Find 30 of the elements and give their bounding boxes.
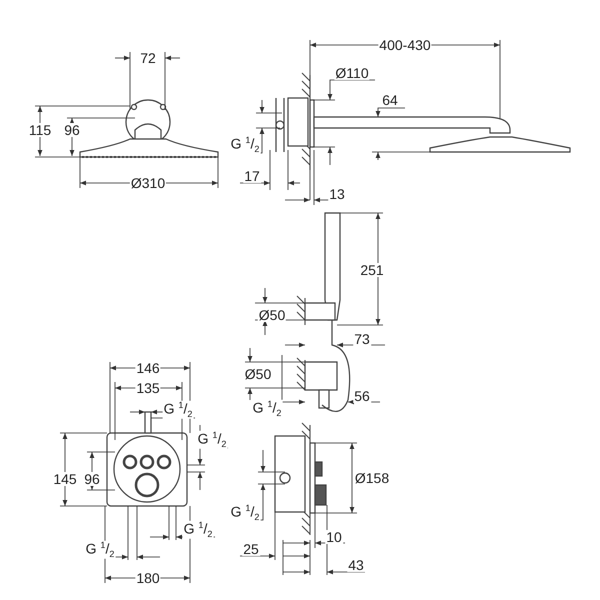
dimension-text: 64 [381,93,399,107]
dimension-text: 56 [353,389,371,403]
dimension-text: 145 [52,472,78,486]
dimension-text: G $^{1}$/$_{2}$ [84,540,116,560]
dimension-text: Ø158 [354,471,390,485]
dimension-text: G $^{1}$/$_{2}$ [230,504,260,522]
dimension-text: 13 [328,187,346,201]
dimension-text: G $^{1}$/$_{2}$ [196,430,228,450]
dimension-text: Ø50 [244,367,272,381]
dimension-text: 96 [83,472,101,486]
dimension-text: G $^{1}$/$_{2}$ [252,400,282,418]
dimension-text: G $^{1}$/$_{2}$ [182,520,214,540]
dimension-text: 10 [325,530,343,544]
dimension-text: 180 [135,571,161,585]
dimension-text: Ø50 [258,308,286,322]
dimension-text: 43 [347,558,365,572]
dimension-text: 73 [353,332,371,346]
dimension-text: Ø310 [130,176,166,190]
dimension-text: 72 [139,51,157,65]
dimension-text: 251 [359,263,385,277]
dimension-text: 17 [243,169,261,183]
dimension-text: 146 [135,361,161,375]
dimension-text: 25 [242,542,260,556]
dimension-text: 96 [63,123,81,137]
dimension-text: G $^{1}$/$_{2}$ [230,136,260,154]
dimension-text: Ø110 [334,66,370,80]
dimension-text: G $^{1}$/$_{2}$ [162,400,194,420]
dimension-text: 135 [135,381,161,395]
dimension-text: 400-430 [378,38,432,52]
dimension-text: 115 [28,123,52,137]
